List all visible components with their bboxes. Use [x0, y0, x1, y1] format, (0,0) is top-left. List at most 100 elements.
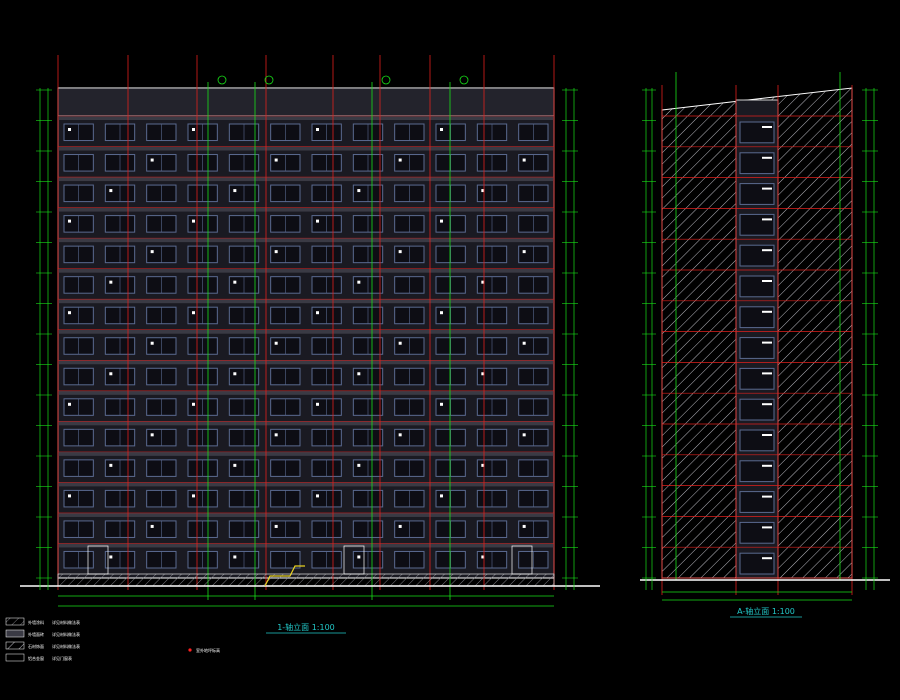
window-tag [522, 524, 526, 528]
window-tag [274, 341, 278, 345]
floor-band [58, 421, 554, 426]
window-tag [109, 189, 113, 193]
side-window [739, 121, 775, 144]
window-tag [68, 128, 71, 131]
window-tag [522, 341, 526, 345]
legend-item-note: 详见材料做法表 [52, 631, 80, 637]
legend-item-label: 外墙涂料 [28, 619, 44, 625]
side-window-tag [762, 187, 772, 190]
window-tag [440, 128, 443, 131]
floor-band [58, 238, 554, 243]
side-window-tag [762, 156, 772, 159]
window-tag [109, 372, 113, 376]
side-window-tag [762, 526, 772, 529]
window-tag [357, 280, 361, 284]
legend-item-label: 外墙面砖 [28, 631, 44, 637]
window-tag [109, 280, 113, 284]
window-tag [192, 311, 195, 315]
side-window [739, 491, 775, 513]
window-tag [274, 524, 278, 528]
axis-bubble [217, 75, 227, 85]
floor-band [58, 512, 554, 517]
window-tag [68, 402, 71, 406]
side-elevation-title: A-轴立面 1:100 [737, 606, 795, 616]
window-tag [274, 158, 278, 162]
window-tag [440, 494, 443, 498]
side-window-tag [762, 126, 772, 128]
axis-bubble [459, 75, 469, 85]
side-window [739, 337, 775, 359]
window-tag [68, 219, 71, 223]
dimension-lines [36, 88, 878, 590]
legend-marker-icon [188, 648, 192, 652]
side-window [739, 306, 775, 329]
legend-item-label: 石材饰面 [28, 643, 44, 649]
legend-item-note: 详见材料做法表 [52, 643, 80, 649]
window-tag [481, 189, 485, 193]
side-elevation-structure [661, 72, 853, 595]
side-window-tag [762, 557, 772, 560]
front-parapet [57, 87, 555, 117]
window-tag [192, 402, 195, 406]
window-tag [316, 402, 319, 406]
window-tag [150, 433, 154, 437]
side-window-tag [762, 464, 772, 467]
window-tag [440, 311, 443, 315]
floor-band [58, 268, 554, 273]
window-tag [522, 250, 526, 254]
entrance-stair [264, 565, 305, 587]
window-tag [274, 433, 278, 437]
floor-band [58, 390, 554, 395]
window-tag [316, 219, 319, 223]
entrance-door-center [343, 545, 365, 575]
window-tag [150, 158, 154, 162]
window-tag [68, 311, 71, 315]
side-window [739, 552, 775, 575]
axis-bubble [264, 75, 274, 85]
window-tag [150, 250, 154, 254]
side-window [739, 398, 775, 421]
side-window [739, 521, 775, 544]
legend-item-note: 详见门窗表 [52, 655, 72, 661]
window-tag [440, 219, 443, 223]
window-tag [357, 372, 361, 376]
side-window [739, 460, 775, 483]
side-window-tag [762, 249, 772, 252]
legend: 外墙涂料 详见材料做法表 外墙面砖 详见材料做法表 石材饰面 详见材料做法表 铝… [5, 617, 220, 662]
front-elevation [20, 55, 600, 600]
window-tag [233, 372, 237, 376]
side-window [739, 275, 775, 298]
side-window [739, 213, 775, 236]
entrance-door-left [87, 545, 109, 575]
window-tag [481, 372, 485, 376]
floor-band [58, 482, 554, 487]
window-tag [316, 494, 319, 498]
window-tag [109, 555, 113, 559]
window-tag [192, 128, 195, 131]
window-tag [522, 158, 526, 162]
floor-band [58, 207, 554, 212]
side-window [739, 429, 775, 452]
window-tag [357, 463, 361, 467]
window-tag [150, 341, 154, 345]
side-window [739, 244, 775, 267]
legend-item-label: 铝合金窗 [28, 655, 44, 661]
window-tag [316, 311, 319, 315]
window-tag [233, 280, 237, 284]
floor-band [58, 329, 554, 334]
window-tag [357, 189, 361, 193]
axis-bubble [381, 75, 391, 85]
window-tag [398, 433, 402, 437]
side-window-tag [762, 280, 772, 282]
bottom-dimension-chain [58, 591, 852, 607]
floor-band [58, 177, 554, 182]
window-tag [481, 280, 485, 284]
entrance-door-right [511, 545, 533, 575]
window-tag [398, 341, 402, 345]
window-tag [109, 463, 113, 467]
side-elevation [640, 72, 890, 595]
window-tag [481, 555, 485, 559]
side-window-tag [762, 310, 772, 313]
window-tag [233, 555, 237, 559]
window-tag [440, 402, 443, 406]
